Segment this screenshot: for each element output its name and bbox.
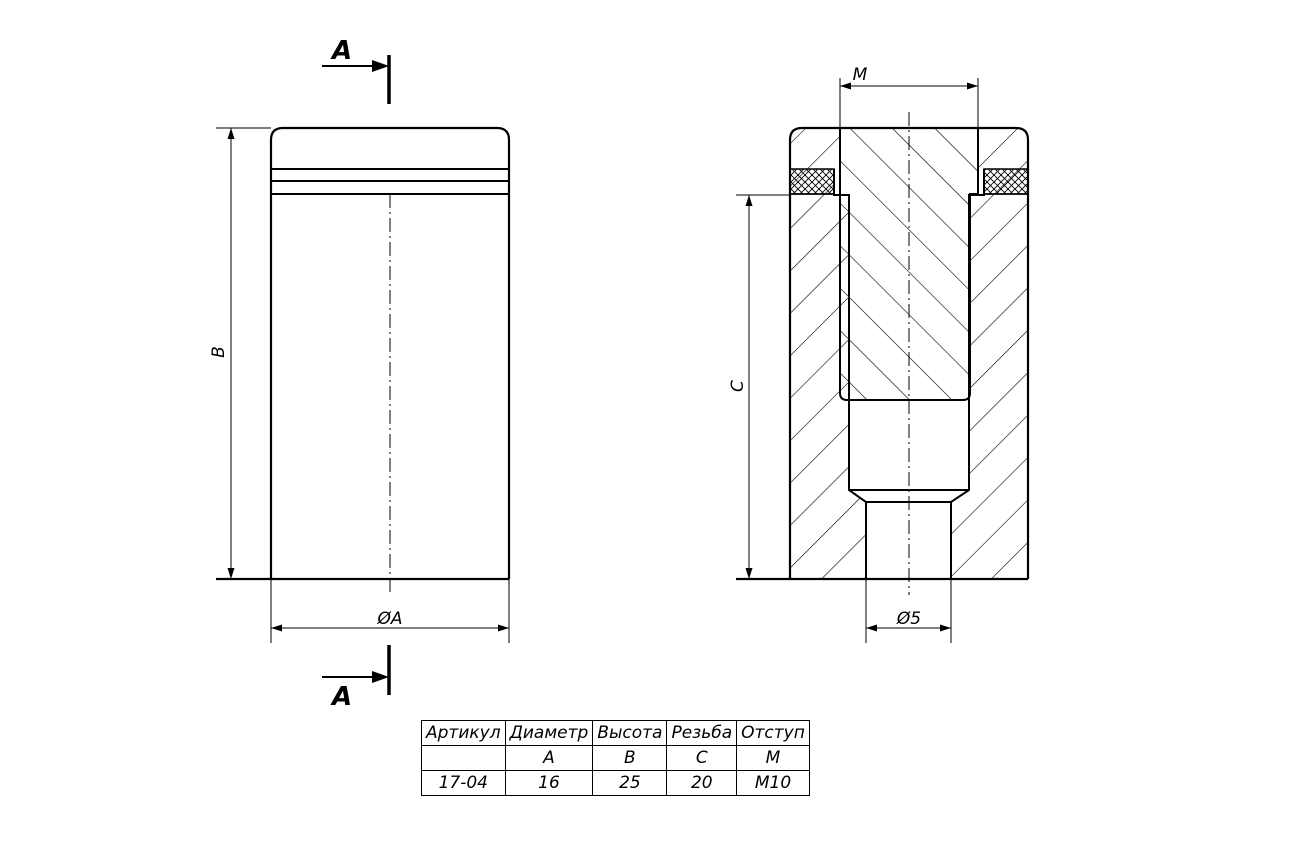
header-offset: Отступ bbox=[736, 720, 810, 746]
section-label-top: A bbox=[330, 36, 352, 66]
cell-offset: M10 bbox=[736, 770, 810, 796]
header-diameter: Диаметр bbox=[504, 720, 594, 746]
front-view-outline bbox=[269, 126, 511, 579]
front-view: B ØA A A bbox=[209, 36, 511, 712]
thread-arrow-left bbox=[840, 82, 851, 90]
depth-arrow-top bbox=[745, 195, 753, 206]
symbol-diameter: A bbox=[504, 745, 594, 771]
spec-table-header-row: Артикул Диаметр Высота Резьба Отступ bbox=[421, 720, 810, 746]
thread-dimension-label: M bbox=[853, 65, 868, 85]
hole-dimension-label: Ø5 bbox=[896, 609, 921, 629]
cell-thread: 20 bbox=[666, 770, 738, 796]
diameter-dimension-label: ØA bbox=[376, 609, 402, 629]
seal-ring-right bbox=[983, 168, 1029, 195]
height-arrow-top bbox=[227, 128, 235, 139]
cell-height: 25 bbox=[592, 770, 668, 796]
seal-ring-left bbox=[789, 168, 835, 195]
section-arrow-bottom-head bbox=[372, 671, 389, 683]
section-label-bottom: A bbox=[330, 682, 352, 712]
spec-table-symbol-row: A B C M bbox=[421, 745, 810, 771]
section-outer-outline bbox=[788, 126, 1030, 579]
depth-arrow-bottom bbox=[745, 568, 753, 579]
bore-outline-left bbox=[833, 169, 867, 579]
thread-arrow-right bbox=[967, 82, 978, 90]
height-arrow-bottom bbox=[227, 568, 235, 579]
spec-table: Артикул Диаметр Высота Резьба Отступ A B… bbox=[421, 720, 810, 796]
symbol-article bbox=[421, 745, 506, 771]
cell-article: 17-04 bbox=[421, 770, 506, 796]
depth-dimension-label: C bbox=[728, 380, 748, 392]
symbol-thread: C bbox=[666, 745, 738, 771]
section-arrow-top-head bbox=[372, 60, 389, 72]
cell-diameter: 16 bbox=[504, 770, 594, 796]
header-article: Артикул bbox=[421, 720, 506, 746]
table-row: 17-04 16 25 20 M10 bbox=[421, 770, 810, 796]
hole-arrow-right bbox=[940, 624, 951, 632]
header-thread: Резьба bbox=[666, 720, 738, 746]
hole-arrow-left bbox=[866, 624, 877, 632]
header-height: Высота bbox=[592, 720, 668, 746]
diameter-arrow-left bbox=[271, 624, 282, 632]
section-view: M C Ø5 bbox=[728, 65, 1030, 643]
height-dimension-label: B bbox=[209, 346, 229, 358]
diameter-arrow-right bbox=[498, 624, 509, 632]
symbol-height: B bbox=[592, 745, 668, 771]
bore-outline-right bbox=[950, 169, 985, 579]
symbol-offset: M bbox=[736, 745, 810, 771]
